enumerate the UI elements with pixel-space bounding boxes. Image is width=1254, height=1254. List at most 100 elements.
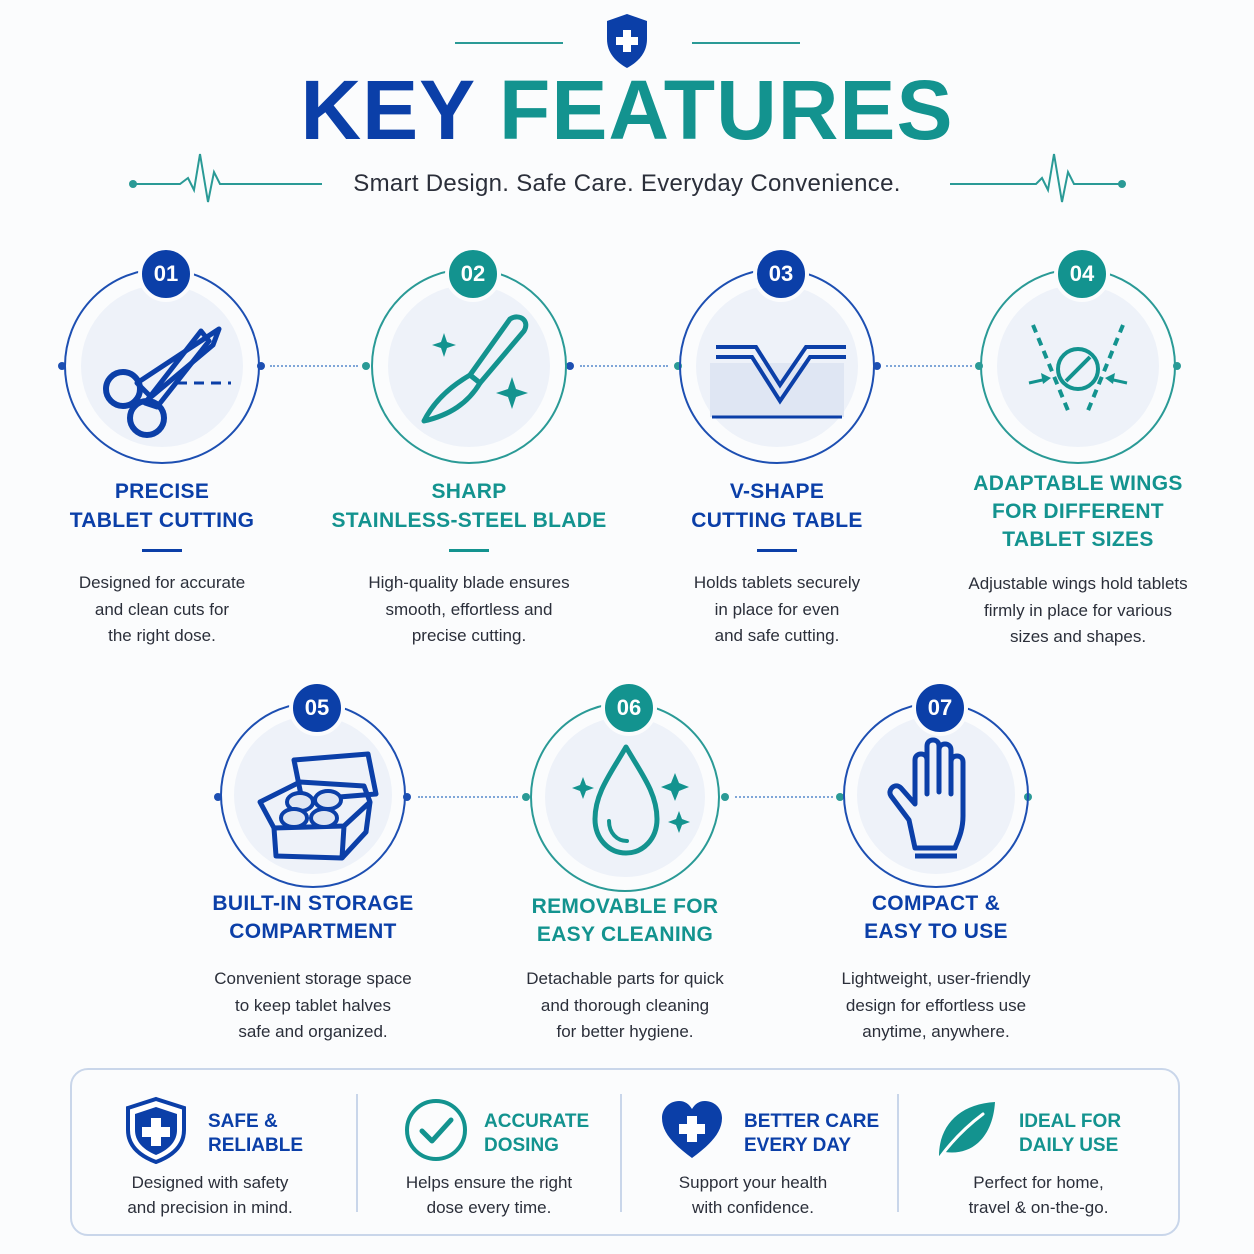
- feature-desc-line: to keep tablet halves: [235, 995, 391, 1015]
- feature-card: 02 SHARP STAINLESS-STEEL BLADE High-qual…: [319, 246, 619, 658]
- feature-title: ADAPTABLE WINGS FOR DIFFERENT TABLET SIZ…: [928, 470, 1228, 554]
- v-shape-table-icon: [710, 345, 846, 419]
- connector-dot: [873, 362, 881, 370]
- benefit-description: Support your health with confidence.: [622, 1170, 884, 1220]
- benefit-title: IDEAL FOR DAILY USE: [1019, 1110, 1121, 1158]
- divider: [356, 1094, 358, 1212]
- connector-dot: [362, 362, 370, 370]
- benefit-title-line: RELIABLE: [208, 1135, 303, 1156]
- feature-card: 07 COMPACT & EASY TO USE Lightweight, us…: [786, 680, 1086, 1052]
- feature-desc-line: and thorough cleaning: [540, 995, 710, 1015]
- page-title: KEY FEATURES: [0, 68, 1254, 152]
- feature-title: PRECISE TABLET CUTTING: [12, 477, 312, 535]
- icon-circle: [696, 285, 858, 447]
- header: KEY FEATURES Smart Design. Safe Care. Ev…: [0, 0, 1254, 220]
- feature-title: V-SHAPE CUTTING TABLE: [627, 477, 927, 535]
- connector-dot: [674, 362, 682, 370]
- feature-card: 01 PRECISE TABLET CUTTING Designed for a…: [12, 246, 312, 658]
- feature-desc-line: and clean cuts for: [94, 599, 230, 619]
- heart-cross-icon: [662, 1101, 722, 1158]
- feature-title-line: CUTTING TABLE: [691, 509, 863, 532]
- feature-title-line: REMOVABLE FOR: [531, 895, 719, 918]
- feature-description: Detachable parts for quick and thorough …: [475, 966, 775, 1046]
- water-drop-icon: [572, 744, 690, 856]
- feature-description: Adjustable wings hold tablets firmly in …: [928, 571, 1228, 651]
- icon-circle: [388, 285, 550, 447]
- benefit-description: Perfect for home, travel & on-the-go.: [899, 1170, 1178, 1220]
- feature-desc-line: High-quality blade ensures: [368, 573, 570, 592]
- benefit-desc-line: dose every time.: [426, 1198, 552, 1217]
- shield-cross-icon: [126, 1096, 186, 1164]
- benefit-title: BETTER CARE EVERY DAY: [744, 1110, 879, 1158]
- benefit-desc-line: with confidence.: [692, 1198, 814, 1217]
- connector-dashes: [418, 796, 518, 798]
- feature-title-line: PRECISE: [114, 480, 210, 503]
- feature-description: Lightweight, user-friendly design for ef…: [786, 966, 1086, 1046]
- feature-desc-line: smooth, effortless and: [385, 599, 553, 619]
- benefit-title: SAFE & RELIABLE: [208, 1110, 303, 1158]
- connector-dot: [214, 793, 222, 801]
- feature-card: 03 V-SHAPE CUTTING TABLE Holds tablets s…: [627, 246, 927, 658]
- feature-title-line: ADAPTABLE WINGS: [973, 472, 1183, 495]
- benefit-title-line: SAFE &: [208, 1111, 278, 1132]
- benefit-title-line: EVERY DAY: [744, 1135, 852, 1156]
- benefit-item: IDEAL FOR DAILY USE Perfect for home, tr…: [899, 1070, 1178, 1238]
- feature-underline: [142, 549, 182, 552]
- feature-desc-line: Lightweight, user-friendly: [841, 969, 1031, 988]
- header-top-line-left: [455, 42, 563, 44]
- connector-dot: [566, 362, 574, 370]
- connector-dot: [403, 793, 411, 801]
- benefit-title-line: BETTER CARE: [744, 1111, 880, 1132]
- connector-dashes: [580, 365, 668, 367]
- feature-number-badge: 04: [1054, 246, 1110, 302]
- feature-desc-line: precise cutting.: [411, 626, 527, 645]
- benefit-description: Designed with safety and precision in mi…: [72, 1170, 348, 1220]
- hand-icon: [887, 737, 966, 859]
- connector-dashes: [886, 365, 972, 367]
- benefit-item: ACCURATE DOSING Helps ensure the right d…: [358, 1070, 620, 1238]
- feature-number-badge: 02: [445, 246, 501, 302]
- feature-title-line: COMPACT &: [871, 892, 1001, 915]
- feature-desc-line: Detachable parts for quick: [526, 969, 724, 988]
- feature-description: Designed for accurate and clean cuts for…: [12, 570, 312, 650]
- icon-circle: [234, 716, 392, 874]
- feature-title-line: COMPARTMENT: [229, 920, 397, 943]
- scalpel-blade-icon: [421, 314, 529, 424]
- feature-number-badge: 03: [753, 246, 809, 302]
- connector-dot: [836, 793, 844, 801]
- feature-title: REMOVABLE FOR EASY CLEANING: [475, 893, 775, 949]
- feature-title-line: STAINLESS-STEEL BLADE: [331, 509, 607, 532]
- connector-dashes: [735, 796, 833, 798]
- feature-title: BUILT-IN STORAGE COMPARTMENT: [163, 890, 463, 946]
- feature-title-line: EASY CLEANING: [536, 923, 714, 946]
- feature-title-line: SHARP: [431, 480, 507, 503]
- icon-circle: [545, 717, 705, 877]
- benefit-description: Helps ensure the right dose every time.: [358, 1170, 620, 1220]
- benefit-title-line: IDEAL FOR: [1019, 1111, 1122, 1132]
- feature-title-line: TABLET CUTTING: [69, 509, 255, 532]
- feature-title-line: FOR DIFFERENT: [992, 500, 1164, 523]
- feature-number-badge: 07: [912, 680, 968, 736]
- feature-desc-line: Convenient storage space: [214, 969, 412, 988]
- benefit-title-line: ACCURATE: [484, 1111, 590, 1132]
- header-top-line-right: [692, 42, 800, 44]
- feature-underline: [757, 549, 797, 552]
- feature-desc-line: Designed for accurate: [78, 573, 246, 592]
- feature-desc-line: in place for even: [714, 599, 840, 619]
- feature-title: COMPACT & EASY TO USE: [786, 890, 1086, 946]
- feature-desc-line: the right dose.: [108, 626, 216, 645]
- divider: [620, 1094, 622, 1212]
- feature-desc-line: anytime, anywhere.: [862, 1022, 1010, 1041]
- feature-title-line: EASY TO USE: [864, 920, 1008, 943]
- feature-desc-line: for better hygiene.: [556, 1022, 694, 1041]
- benefit-title-line: DAILY USE: [1019, 1135, 1119, 1156]
- feature-underline: [449, 549, 489, 552]
- feature-title-line: V-SHAPE: [729, 480, 825, 503]
- connector-dashes: [270, 365, 358, 367]
- title-word-key: KEY: [300, 63, 475, 157]
- feature-number-badge: 01: [138, 246, 194, 302]
- benefit-item: SAFE & RELIABLE Designed with safety and…: [72, 1070, 356, 1238]
- connector-dot: [522, 793, 530, 801]
- feature-desc-line: firmly in place for various: [983, 600, 1172, 620]
- feature-card: 04 ADAPTABLE WINGS FOR DIFFERENT TABLET …: [928, 246, 1228, 658]
